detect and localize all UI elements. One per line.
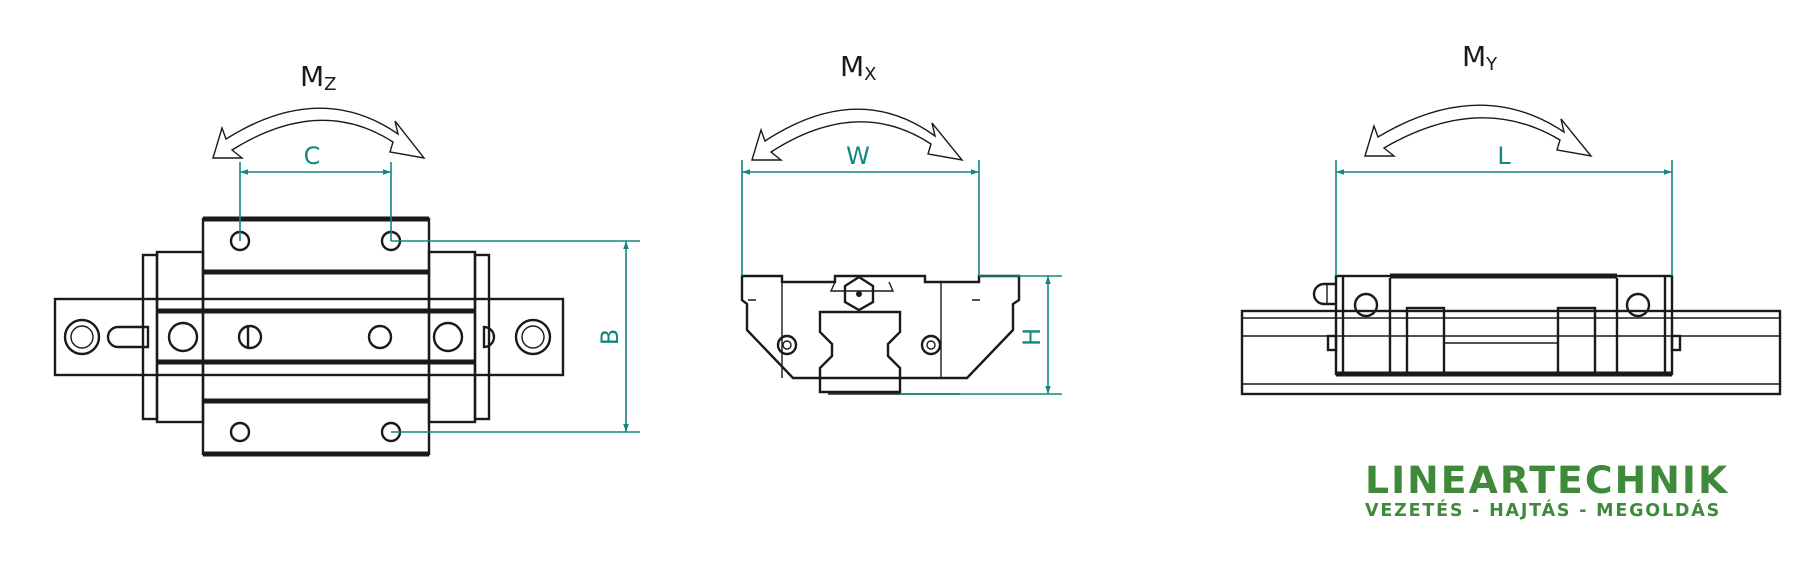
carriage-front [740, 274, 1021, 395]
end-seal-left [106, 250, 205, 424]
company-logo: LINEARTECHNIK VEZETÉS - HAJTÁS - MEGOLDÁ… [1365, 462, 1765, 522]
moment-label-my: MY [1462, 40, 1498, 75]
dimension-b: B [391, 240, 640, 433]
top-view: MZ [53, 60, 640, 457]
rotation-arrow-my [1364, 104, 1593, 158]
dimension-l: L [1335, 142, 1673, 276]
dimension-c: C [239, 142, 392, 241]
logo-tagline: VEZETÉS - HAJTÁS - MEGOLDÁS [1365, 501, 1721, 521]
rotation-arrow-mz [212, 107, 426, 160]
rail [53, 297, 565, 377]
end-seal-right [427, 250, 496, 424]
carriage-body [157, 216, 475, 457]
dim-label-l: L [1497, 142, 1511, 170]
logo-name: LINEARTECHNIK [1365, 459, 1730, 502]
dim-label-c: C [304, 142, 321, 170]
dim-label-w: W [846, 142, 870, 170]
dim-label-b: B [596, 329, 624, 345]
side-view: MY [1240, 40, 1782, 396]
dimension-h: H [900, 275, 1062, 395]
front-view: MX W [740, 50, 1062, 395]
rail-side [1240, 309, 1782, 396]
rotation-arrow-mx [751, 108, 964, 162]
moment-label-mx: MX [840, 50, 877, 85]
carriage-side [1312, 273, 1682, 377]
moment-label-mz: MZ [300, 60, 337, 95]
dim-label-h: H [1018, 328, 1046, 346]
dimension-w: W [741, 142, 980, 276]
